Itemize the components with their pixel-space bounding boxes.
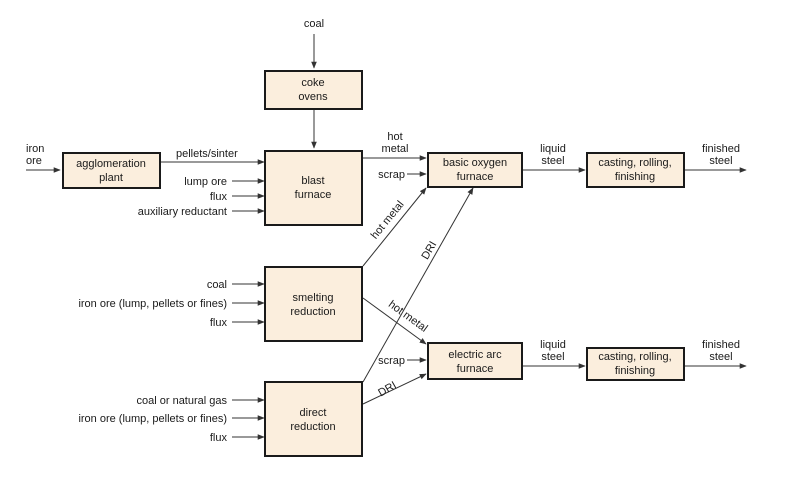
liquid-steel-top-label-1: liquid [540,143,566,155]
coke-ovens-box: coke ovens [264,70,363,110]
coal-smelting-label: coal [207,279,227,291]
coke-ovens-label-2: ovens [298,91,328,103]
dri-diag-up-label: DRI [419,239,439,261]
direct-reduction-label-1: direct [300,407,327,419]
dri-diag-up-arrow [362,187,474,383]
bof-label-2: furnace [457,171,494,183]
smelting-reduction-box: smelting reduction [264,266,363,342]
scrap-top-label: scrap [378,169,405,181]
finished-steel-top-label-2: steel [709,155,732,167]
lump-ore-label: lump ore [184,176,227,188]
direct-reduction-box: direct reduction [264,381,363,457]
dri-diag-bottom-arrow [362,373,427,405]
blast-furnace-label-1: blast [301,175,324,187]
casting-bottom-label-2: finishing [615,365,655,377]
electric-arc-furnace-box: electric arc furnace [427,342,523,380]
iron-ore-label-2: ore [26,155,42,167]
flux-blast-label: flux [210,191,228,203]
iron-ore-label-1: iron [26,143,44,155]
casting-bottom-box: casting, rolling, finishing [586,347,685,381]
iron-ore-smelting-label: iron ore (lump, pellets or fines) [78,298,227,310]
casting-bottom-label-1: casting, rolling, [598,351,671,363]
hot-metal-diag-up-arrow [362,187,427,267]
coal-top-label: coal [304,18,324,30]
casting-top-label-2: finishing [615,171,655,183]
finished-steel-bottom-label-2: steel [709,351,732,363]
agglomeration-label-2: plant [99,172,123,184]
direct-reduction-label-2: reduction [290,421,335,433]
scrap-bottom-label: scrap [378,355,405,367]
eaf-label-2: furnace [457,363,494,375]
flux-smelting-label: flux [210,317,228,329]
coal-gas-direct-label: coal or natural gas [137,395,228,407]
dri-diag-bottom-label: DRI [376,379,398,399]
finished-steel-top-label-1: finished [702,143,740,155]
blast-furnace-box: blast furnace [264,150,363,226]
liquid-steel-top-label-2: steel [541,155,564,167]
iron-ore-direct-label: iron ore (lump, pellets or fines) [78,413,227,425]
hot-metal-diag-down-arrow [362,297,427,345]
hot-metal-top-label-1: hot [387,131,402,143]
agglomeration-plant-box: agglomeration plant [62,152,161,189]
liquid-steel-bottom-label-2: steel [541,351,564,363]
bof-label-1: basic oxygen [443,157,507,169]
hot-metal-top-label-2: metal [382,143,409,155]
smelting-label-1: smelting [293,292,334,304]
coke-ovens-label-1: coke [301,77,324,89]
flux-direct-label: flux [210,432,228,444]
agglomeration-label-1: agglomeration [76,158,146,170]
eaf-label-1: electric arc [448,349,502,361]
smelting-label-2: reduction [290,306,335,318]
finished-steel-bottom-label-1: finished [702,339,740,351]
pellets-sinter-label: pellets/sinter [176,148,238,160]
input-labels: coal iron ore pellets/sinter lump ore fl… [26,18,324,444]
casting-top-label-1: casting, rolling, [598,157,671,169]
auxiliary-reductant-label: auxiliary reductant [138,206,227,218]
blast-furnace-label-2: furnace [295,189,332,201]
connectors [26,34,747,440]
casting-top-box: casting, rolling, finishing [586,152,685,188]
liquid-steel-bottom-label-1: liquid [540,339,566,351]
basic-oxygen-furnace-box: basic oxygen furnace [427,152,523,188]
